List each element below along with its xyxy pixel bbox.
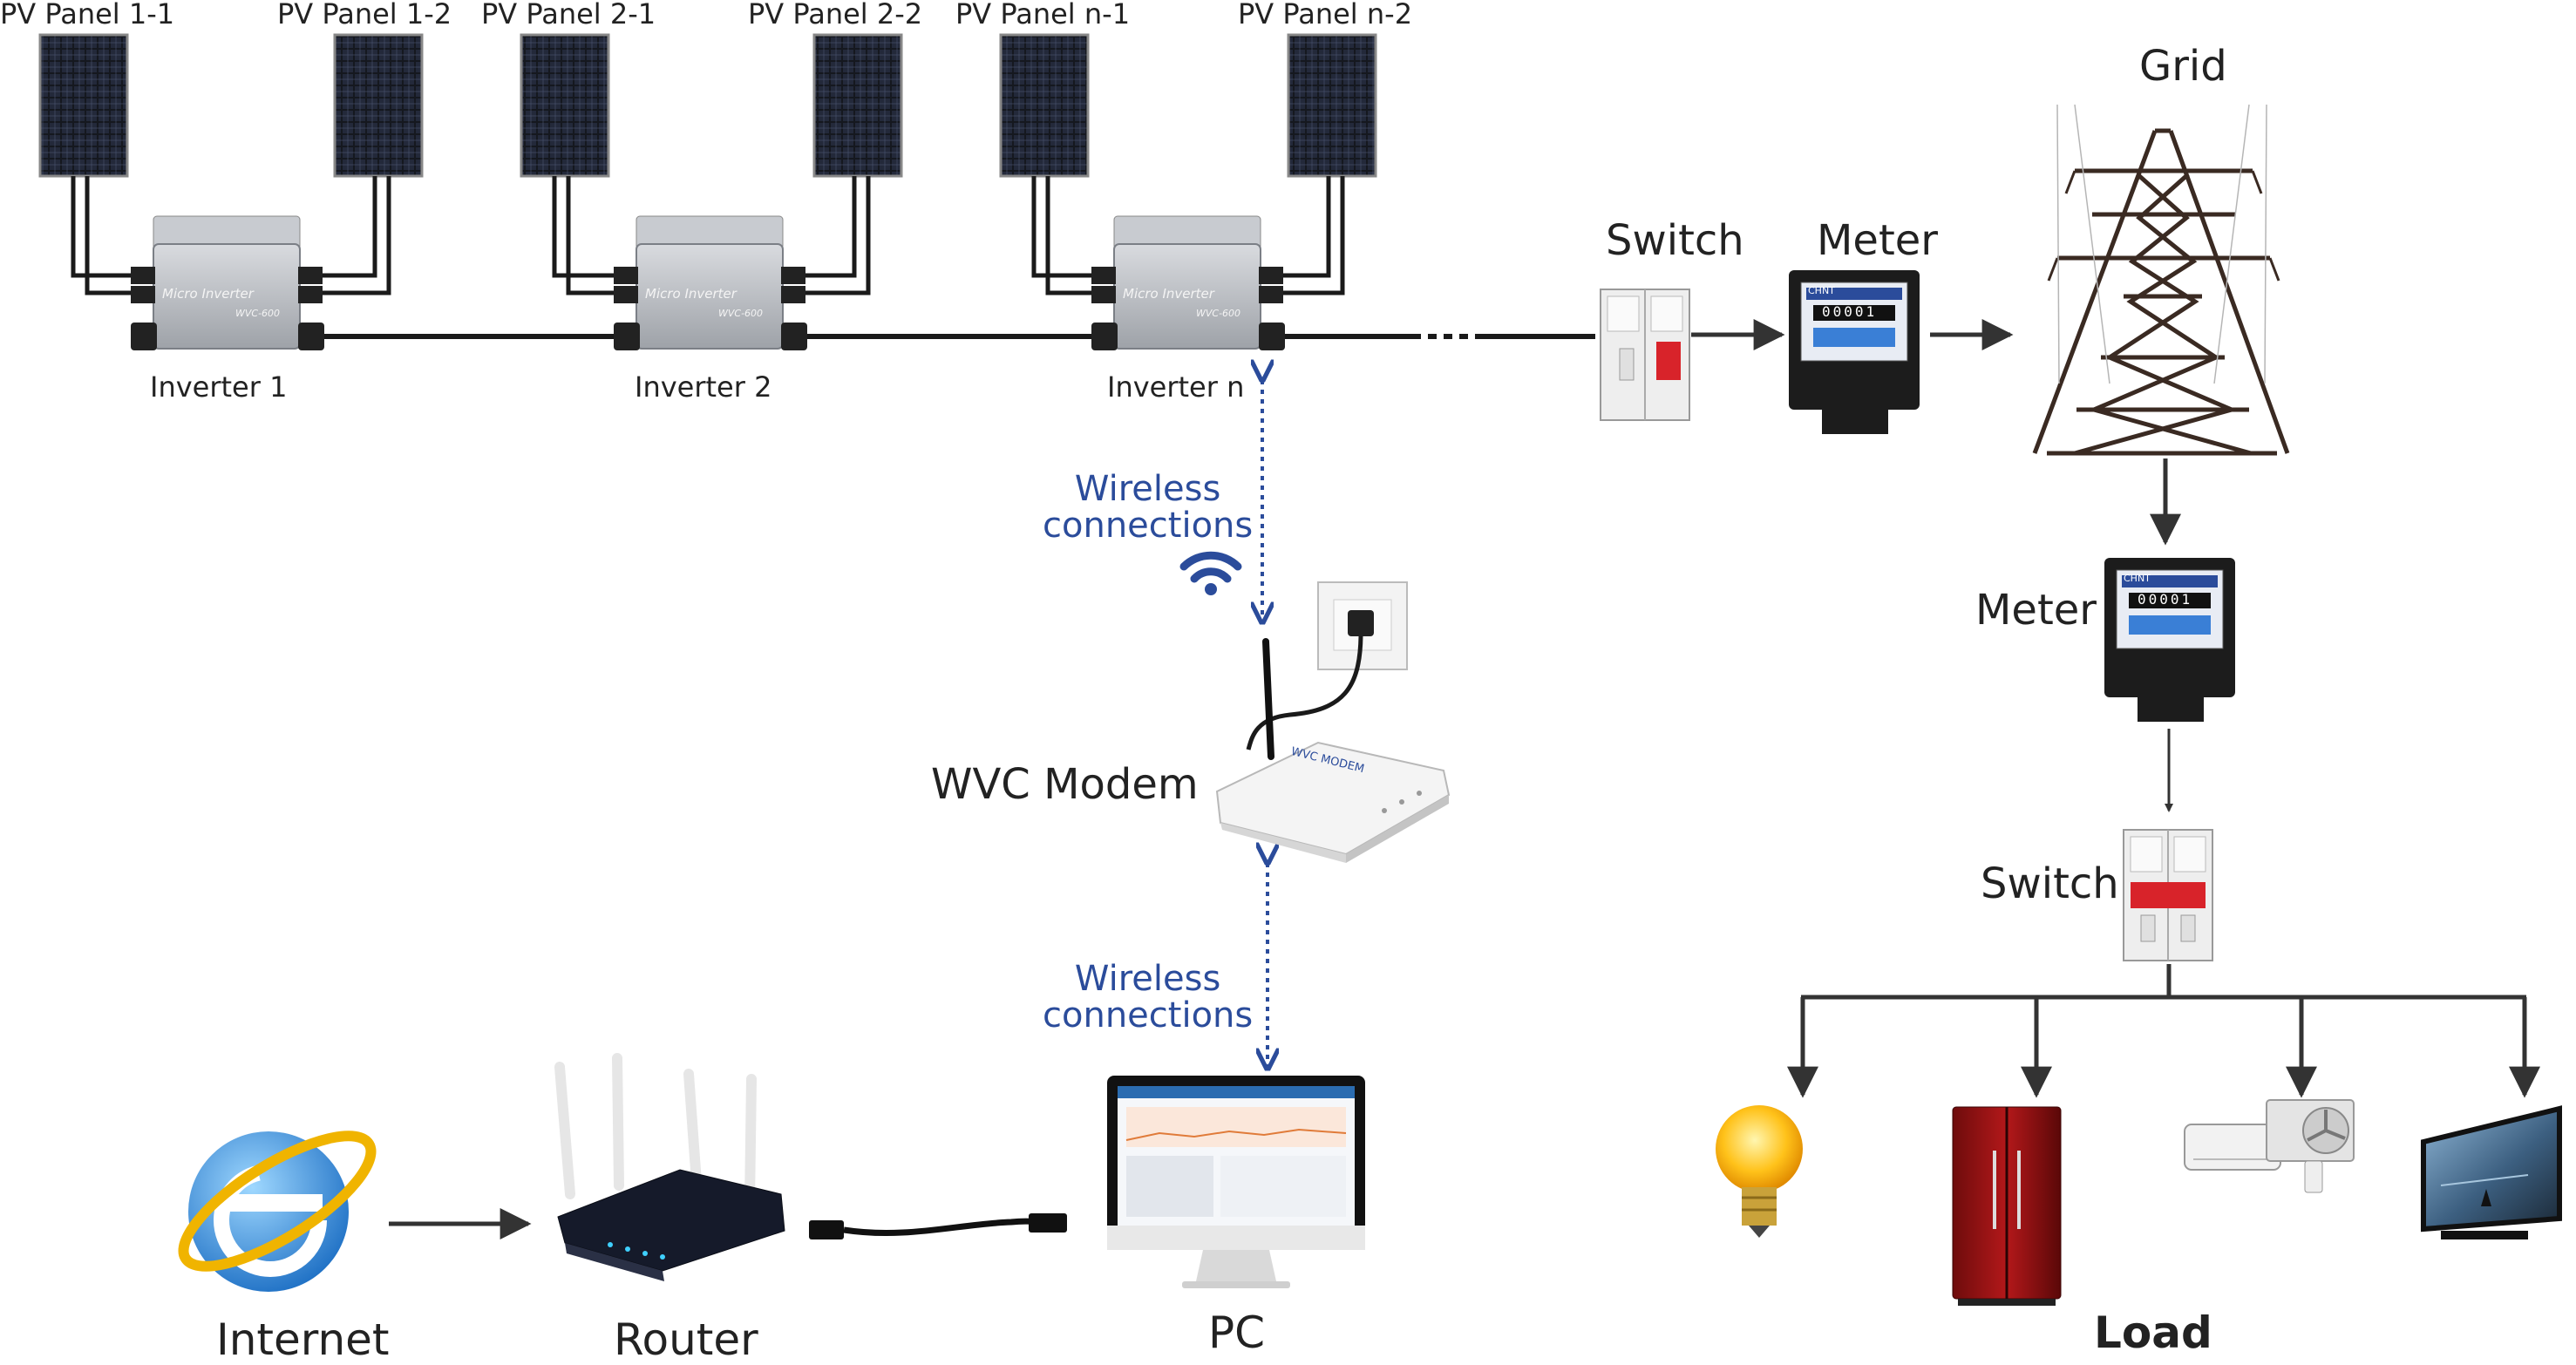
ethernet-cable xyxy=(809,1213,1067,1239)
switch-top-device xyxy=(1600,289,1690,421)
panel-cables xyxy=(71,176,1345,295)
meter-right-label: Meter xyxy=(1975,586,2097,635)
load-distribution-lines xyxy=(1801,964,2526,1000)
television-icon xyxy=(2421,1105,2562,1239)
inverter-1-label: Inverter 1 xyxy=(150,370,288,404)
pc-label: PC xyxy=(1208,1307,1266,1358)
wireless-connections-top-label: Wireless connections xyxy=(1043,469,1254,546)
meter-top-brand: CHNT xyxy=(1808,285,1835,296)
switch-top-label: Switch xyxy=(1606,216,1744,265)
wvc-modem-label: WVC Modem xyxy=(931,760,1199,809)
switch-right-label: Switch xyxy=(1981,859,2119,908)
inverter-2-brand: Micro Inverter xyxy=(645,286,737,302)
inverter-n-device xyxy=(1091,215,1285,350)
pv-panel-n-1 xyxy=(999,33,1090,178)
pv-panel-1-1-label: PV Panel 1-1 xyxy=(0,0,175,31)
pv-panel-1-2 xyxy=(333,33,424,178)
wvc-modem-device xyxy=(1215,741,1451,863)
meter-right-reading: 00001 xyxy=(2138,591,2193,608)
refrigerator-icon xyxy=(1952,1106,2062,1306)
modem-antenna xyxy=(1262,638,1274,760)
pv-panel-2-2 xyxy=(812,33,903,178)
inverter-1-device xyxy=(131,215,324,350)
inverter-n-label: Inverter n xyxy=(1107,370,1245,404)
inverter-2-device xyxy=(614,215,807,350)
pv-panel-2-1-label: PV Panel 2-1 xyxy=(481,0,656,31)
router-device xyxy=(554,1053,785,1281)
inverter-n-model: WVC-600 xyxy=(1196,308,1241,319)
meter-right-device xyxy=(2104,558,2235,722)
wall-socket xyxy=(1317,581,1408,670)
meter-top-device xyxy=(1789,270,1920,434)
inverter-1-brand: Micro Inverter xyxy=(162,286,254,302)
wireless-connections-bottom-label: Wireless connections xyxy=(1043,959,1254,1036)
inverter-1-model: WVC-600 xyxy=(235,308,281,319)
internet-explorer-icon xyxy=(178,1131,377,1292)
light-bulb-icon xyxy=(1716,1105,1803,1238)
pv-panel-2-2-label: PV Panel 2-2 xyxy=(748,0,923,31)
pv-panel-n-1-label: PV Panel n-1 xyxy=(955,0,1131,31)
wifi-icon xyxy=(1179,551,1242,595)
pc-monitor xyxy=(1107,1076,1365,1288)
meter-right-brand: CHNT xyxy=(2124,573,2151,584)
grid-tower xyxy=(2032,104,2290,456)
meter-top-label: Meter xyxy=(1817,216,1939,265)
pv-panel-n-2 xyxy=(1287,33,1377,178)
inverter-2-label: Inverter 2 xyxy=(635,370,772,404)
modem-power-cord xyxy=(1246,635,1363,750)
grid-label: Grid xyxy=(2139,42,2227,91)
pv-panel-1-2-label: PV Panel 1-2 xyxy=(277,0,452,31)
pv-panel-1-1 xyxy=(38,33,129,178)
meter-top-reading: 00001 xyxy=(1822,303,1878,320)
inverter-n-brand: Micro Inverter xyxy=(1123,286,1214,302)
internet-label: Internet xyxy=(216,1314,390,1365)
pv-panel-2-1 xyxy=(520,33,610,178)
switch-right-device xyxy=(2123,829,2213,961)
load-label: Load xyxy=(2094,1307,2212,1358)
router-label: Router xyxy=(614,1314,758,1365)
inverter-2-model: WVC-600 xyxy=(718,308,764,319)
air-conditioner-icon xyxy=(2184,1099,2355,1193)
pv-panel-n-2-label: PV Panel n-2 xyxy=(1238,0,1413,31)
